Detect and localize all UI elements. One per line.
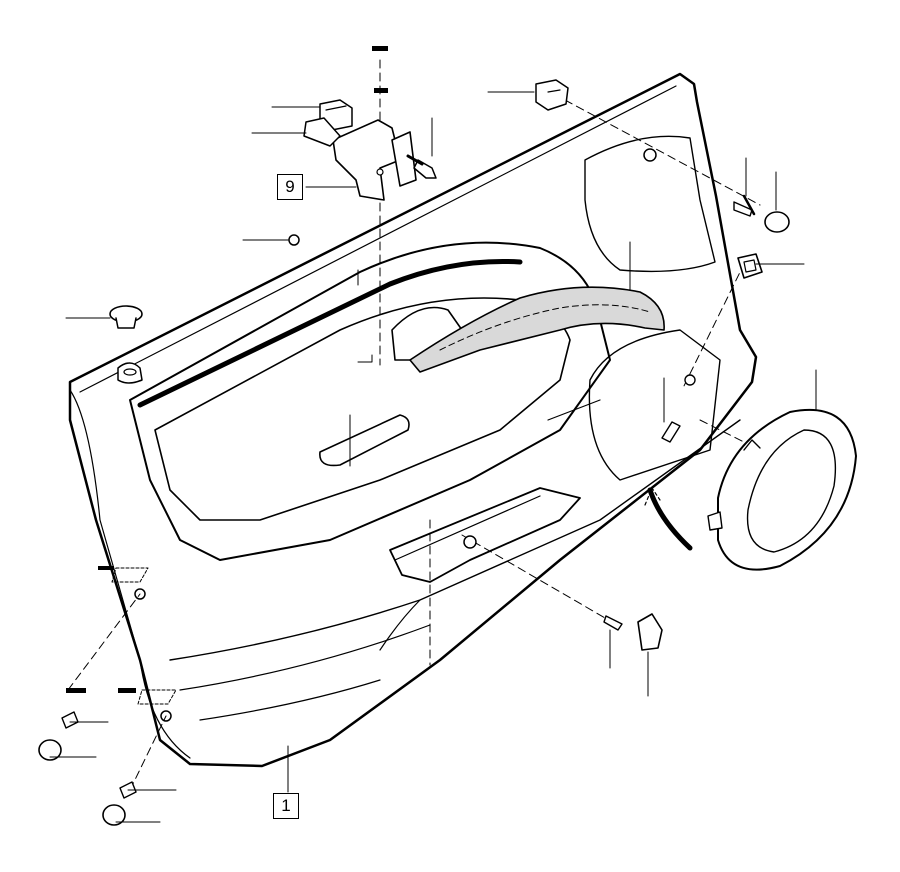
top-right-clip	[535, 79, 569, 111]
bracket-screw	[406, 154, 437, 179]
callout-9-label: 9	[285, 177, 295, 196]
right-cap	[764, 211, 790, 233]
push-clip	[109, 305, 143, 329]
lower-clip	[303, 117, 341, 147]
section-markers	[66, 46, 388, 693]
callout-1: 1	[273, 793, 299, 819]
lower-left-caps	[38, 739, 126, 826]
lower-left-screws	[61, 711, 137, 799]
callout-9: 9	[277, 174, 303, 200]
door-trim-panel	[68, 72, 758, 768]
bracket-part-9	[332, 119, 417, 201]
speaker-screw	[661, 374, 696, 443]
leader-lines	[49, 91, 817, 823]
pocket-cover	[637, 613, 663, 651]
right-retainer	[737, 253, 763, 279]
callout-1-label: 1	[281, 796, 291, 815]
pocket-screw	[463, 535, 623, 631]
right-screw	[733, 194, 756, 217]
small-nut	[288, 234, 300, 246]
speaker-grille	[707, 408, 857, 571]
